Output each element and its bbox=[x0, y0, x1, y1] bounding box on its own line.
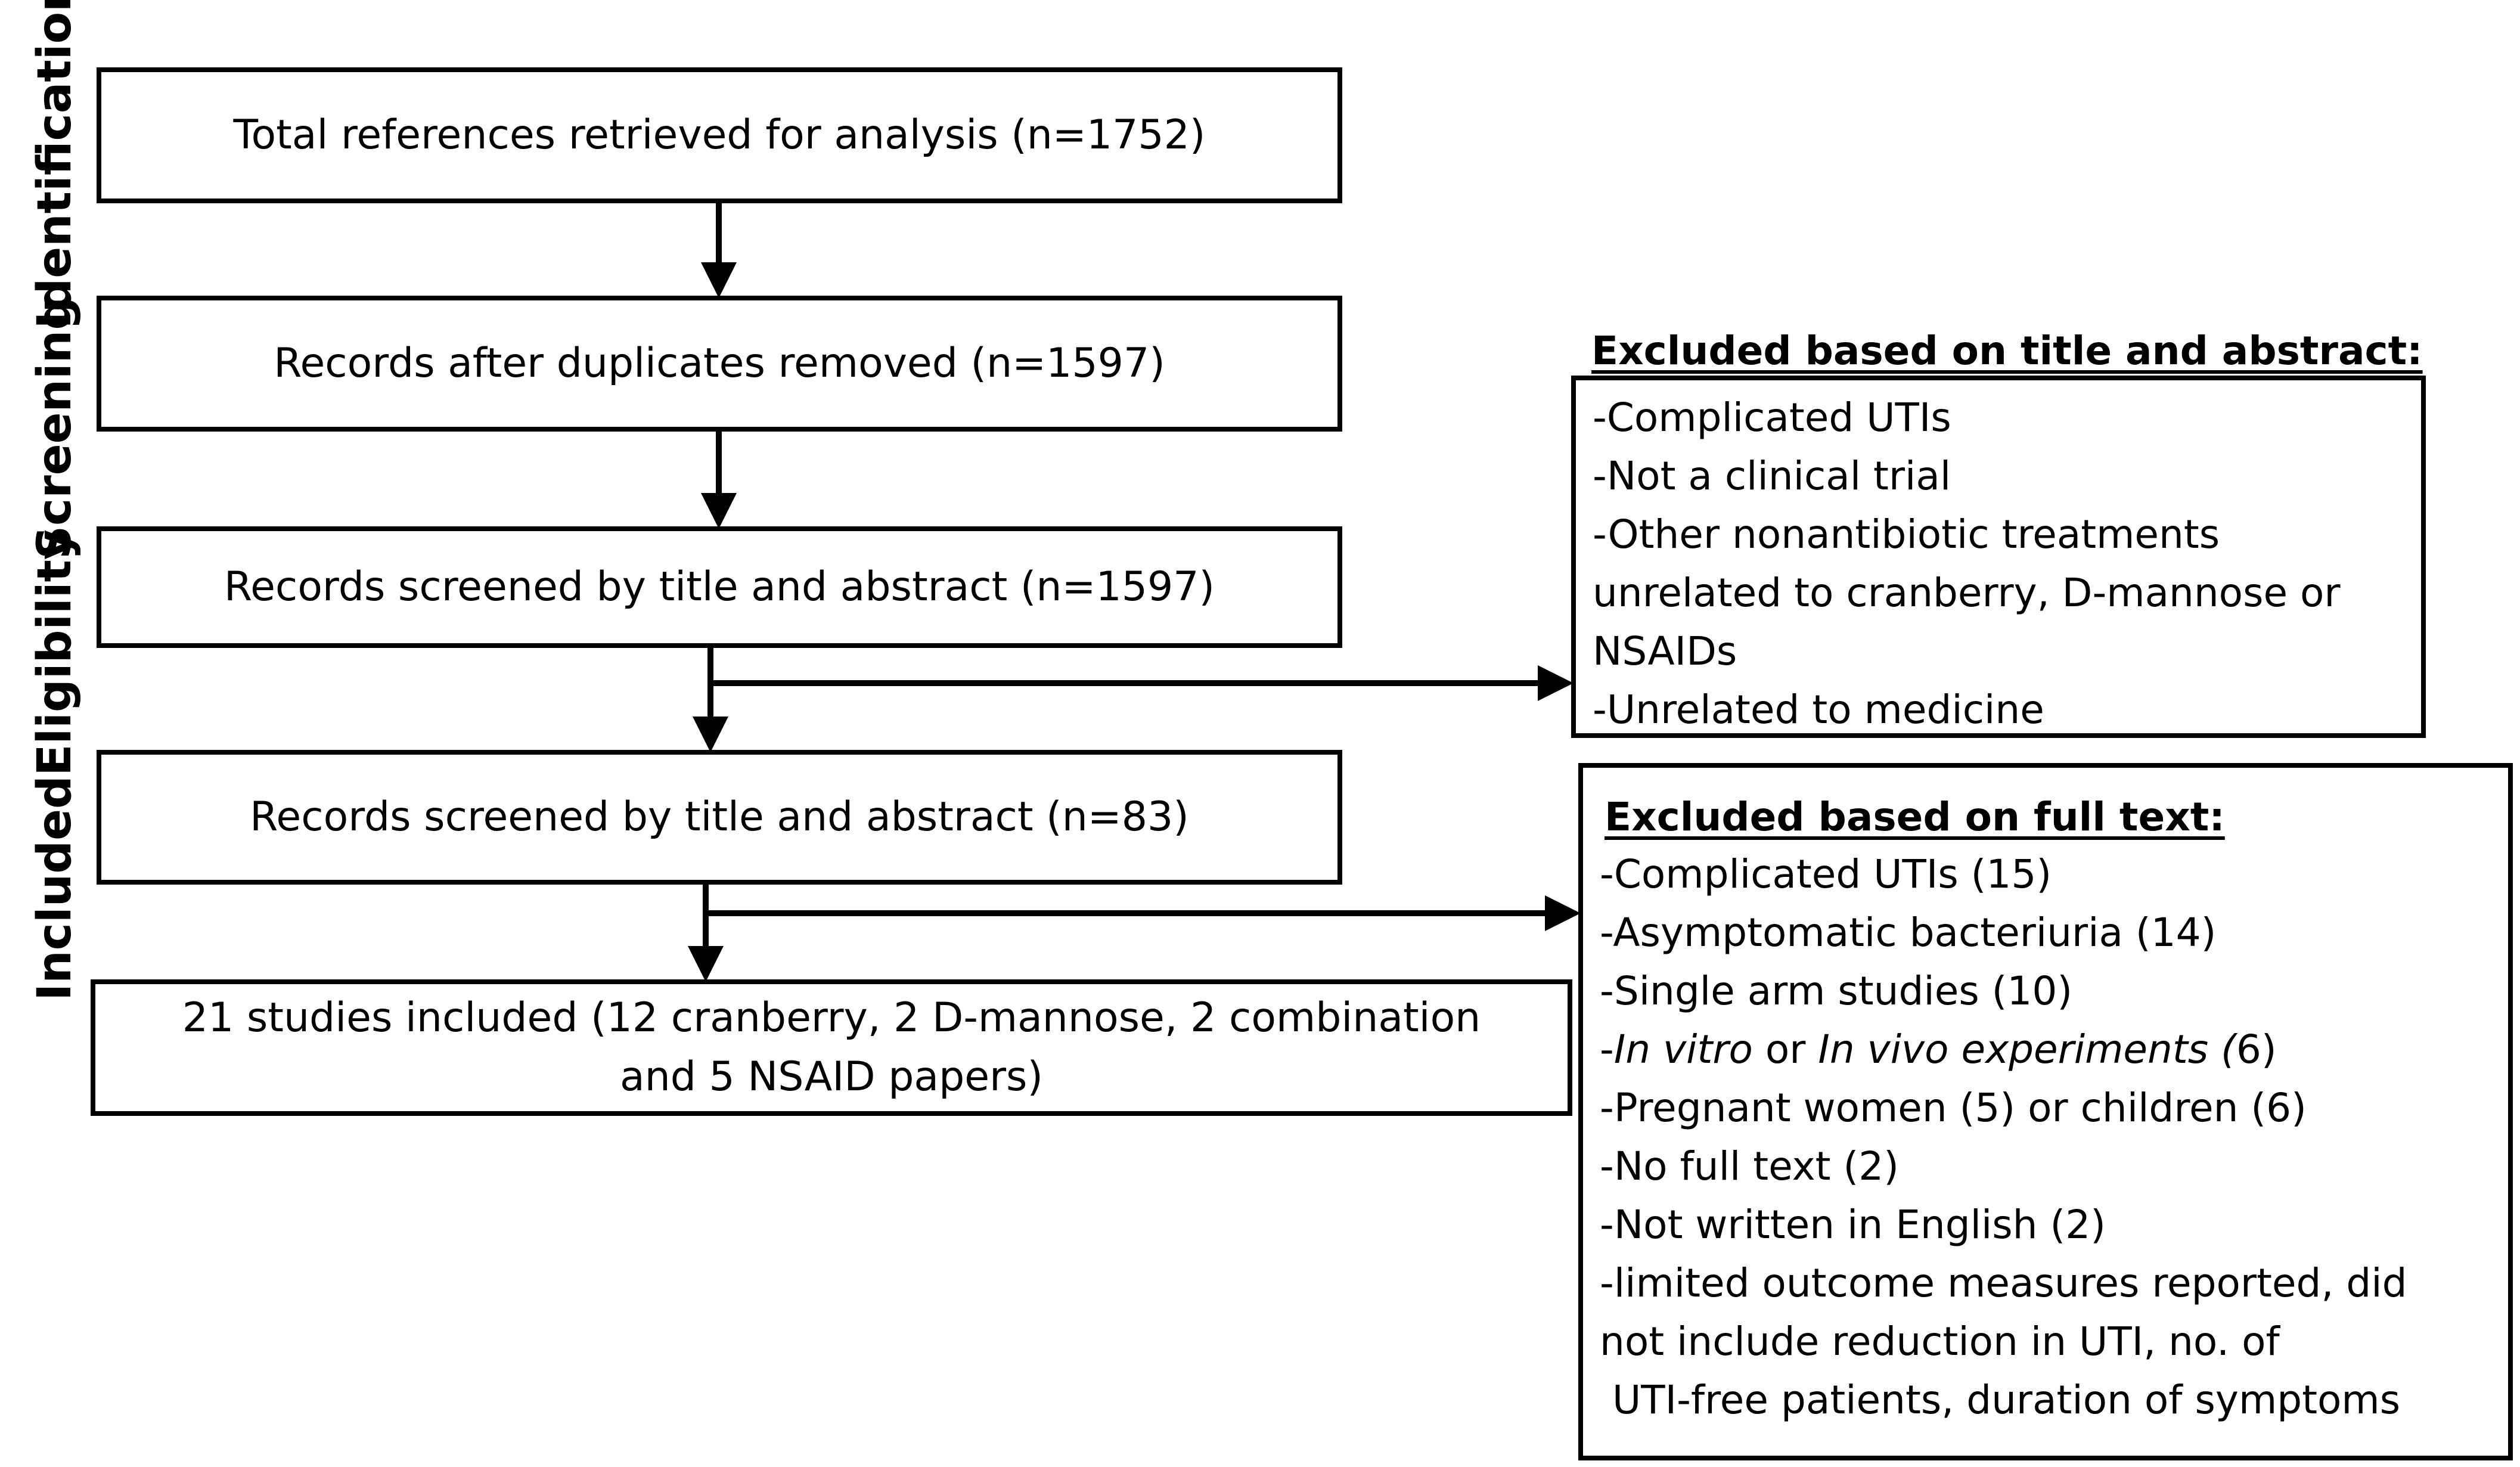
screened-full-box: Records screened by title and abstract (… bbox=[97, 750, 1342, 885]
excluded-ft-item: UTI-free patients, duration of symptoms bbox=[1600, 1377, 2401, 1423]
excluded-full-text-box: Excluded based on full text: -Complicate… bbox=[1578, 763, 2513, 1460]
excluded-ft-item: -No full text (2) bbox=[1600, 1143, 1899, 1189]
included-studies-box: 21 studies included (12 cranberry, 2 D-m… bbox=[91, 979, 1572, 1116]
excluded-ta-item: -Not a clinical trial bbox=[1593, 453, 1951, 499]
screened-title-abstract-box: Records screened by title and abstract (… bbox=[97, 526, 1342, 648]
included-studies-text: 21 studies included (12 cranberry, 2 D-m… bbox=[182, 989, 1481, 1106]
identification-text: Total references retrieved for analysis … bbox=[233, 111, 1206, 159]
excluded-ta-item: -Unrelated to medicine bbox=[1593, 687, 2044, 733]
excluded-title-abstract-box: -Complicated UTIs -Not a clinical trial … bbox=[1571, 376, 2426, 738]
identification-box: Total references retrieved for analysis … bbox=[97, 67, 1342, 203]
excluded-ft-item-in-vitro: -In vitro or In vivo experiments (6) bbox=[1600, 1021, 2508, 1079]
duplicates-removed-box: Records after duplicates removed (n=1597… bbox=[97, 296, 1342, 432]
excluded-ta-item: -Complicated UTIs bbox=[1593, 395, 1951, 441]
excluded-ft-item: -Not written in English (2) bbox=[1600, 1202, 2106, 1248]
duplicates-removed-text: Records after duplicates removed (n=1597… bbox=[274, 339, 1165, 387]
excluded-ft-item: -Asymptomatic bacteriuria (14) bbox=[1600, 910, 2217, 956]
excluded-ft-item: -Single arm studies (10) bbox=[1600, 968, 2073, 1014]
excluded-ft-item: not include reduction in UTI, no. of bbox=[1600, 1319, 2280, 1364]
screened-full-text: Records screened by title and abstract (… bbox=[250, 793, 1189, 840]
excluded-ft-item: -Pregnant women (5) or children (6) bbox=[1600, 1085, 2307, 1131]
included-studies-line-1: 21 studies included (12 cranberry, 2 D-m… bbox=[182, 994, 1481, 1041]
screened-title-abstract-text: Records screened by title and abstract (… bbox=[224, 563, 1215, 610]
excluded-ta-item: -Other nonantibiotic treatments bbox=[1593, 511, 2220, 557]
excluded-title-abstract-heading: Excluded based on title and abstract: bbox=[1591, 328, 2423, 374]
vitro-dash: - bbox=[1600, 1026, 1614, 1072]
excluded-ft-item: -limited outcome measures reported, did bbox=[1600, 1260, 2407, 1306]
vitro-in-vivo: In vivo experiments ( bbox=[1818, 1026, 2236, 1072]
excluded-full-text-heading: Excluded based on full text: bbox=[1605, 794, 2225, 840]
included-studies-line-2: and 5 NSAID papers) bbox=[619, 1053, 1043, 1100]
excluded-ta-item: NSAIDs bbox=[1593, 628, 1737, 674]
excluded-ft-item: -Complicated UTIs (15) bbox=[1600, 851, 2052, 897]
vitro-or: or bbox=[1752, 1026, 1818, 1072]
vitro-count: 6) bbox=[2236, 1026, 2277, 1072]
vitro-in-vitro: In vitro bbox=[1613, 1026, 1753, 1072]
excluded-ta-item: unrelated to cranberry, D-mannose or bbox=[1593, 570, 2341, 616]
